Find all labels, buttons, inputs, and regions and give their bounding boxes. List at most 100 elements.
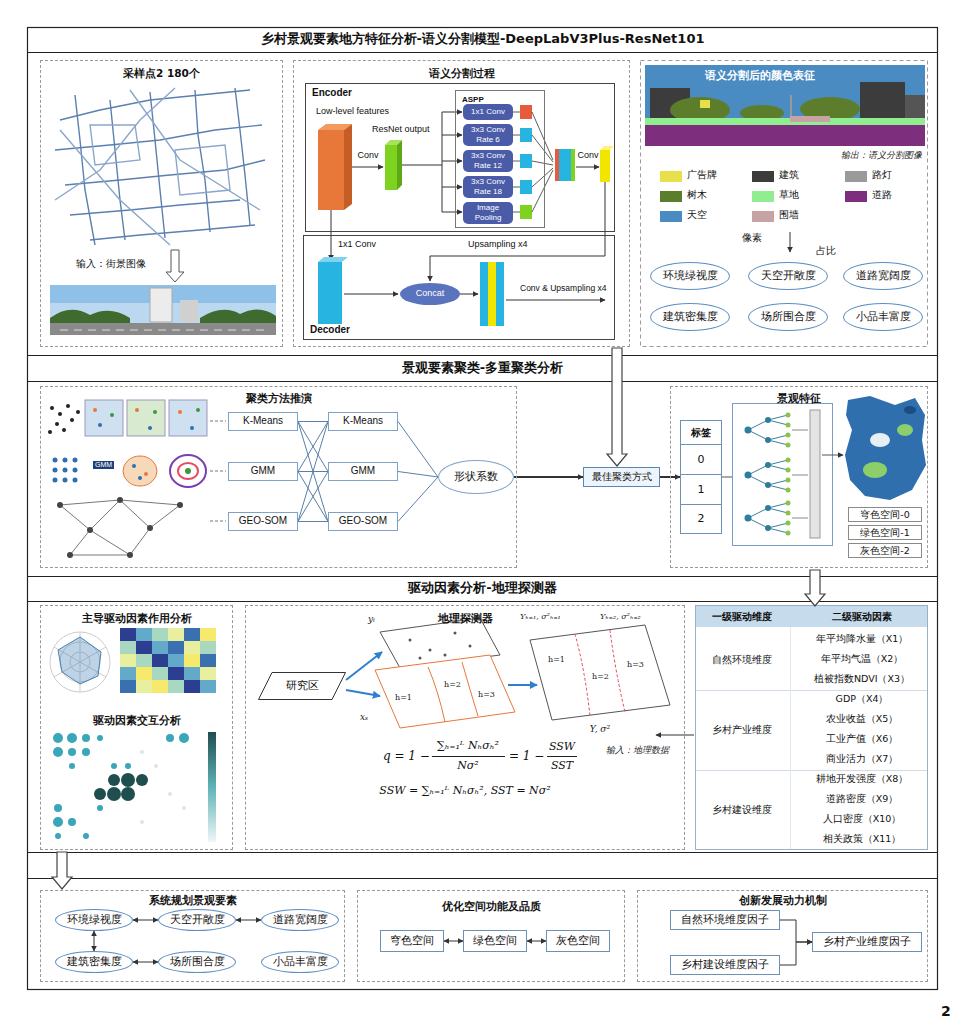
legend-swatch: [845, 191, 867, 202]
text-label: 天空开敞度: [761, 269, 816, 283]
road-network: [55, 88, 265, 245]
text-label: h=3: [478, 690, 495, 699]
text-label: 1: [698, 483, 705, 497]
label-anchor: SST: [551, 760, 573, 773]
frame-lines: [27, 28, 938, 990]
text-label: 二级驱动因素: [832, 611, 892, 623]
conv-block: 3x3 Conv Rate 6: [463, 124, 513, 146]
text-label: 路灯: [872, 169, 892, 181]
text-label: 建筑密集度: [67, 955, 122, 969]
label-anchor: Low-level features: [316, 106, 389, 116]
label-anchor: h=1: [395, 693, 412, 702]
network-blocks: [318, 105, 614, 326]
text-label: 0: [698, 453, 705, 467]
legend-swatch: [660, 211, 682, 222]
text-label: 乡村建设维度: [712, 804, 772, 816]
connector: [780, 942, 812, 965]
section-header: 乡村景观要素地方特征分析-语义分割模型-DeepLabV3Plus-ResNet…: [27, 27, 938, 52]
section-header: 景观要素聚类-多重聚类分析: [27, 355, 938, 381]
driver-charts: [50, 628, 216, 842]
text-label: 研究区: [286, 679, 319, 692]
connector: [298, 422, 328, 522]
connector: [398, 472, 438, 478]
label-anchor: 商业活力（X7）: [826, 754, 899, 765]
label-table: 标签012: [680, 420, 722, 534]
label-anchor: 工业产值（X6）: [826, 734, 899, 745]
text-label: 商业活力（X7）: [826, 754, 899, 765]
factor-box: 自然环境维度因子: [670, 910, 780, 930]
legend-anchor: 道路: [872, 189, 892, 201]
label-anchor: ResNet output: [372, 124, 430, 134]
text-label: Upsampling x4: [468, 239, 528, 249]
label-anchor: GDP（X4）: [836, 694, 889, 705]
label-anchor: 农业收益（X5）: [826, 714, 899, 725]
text-label: 耕地开发强度（X8）: [816, 774, 909, 785]
label-anchor: 二级驱动因素: [832, 611, 892, 623]
label-anchor: 人口密度（X10）: [823, 814, 902, 825]
text-label: 植被指数NDVI（X3）: [814, 674, 910, 685]
factor-box: 乡村建设维度因子: [670, 955, 780, 975]
method-box: GEO-SOM: [228, 512, 298, 531]
text-label: Y, σ²: [590, 724, 610, 734]
text-label: 道路宽阔度: [273, 913, 328, 927]
legend-anchor: 树木: [687, 189, 707, 201]
factor-box: 穹色空间: [380, 930, 444, 952]
text-label: 年平均气温（X2）: [821, 654, 904, 665]
legend-swatch: [845, 171, 867, 182]
legend-anchor: 围墙: [779, 209, 799, 221]
method-box: GEO-SOM: [328, 512, 398, 531]
legend-anchor: 建筑: [779, 169, 799, 181]
label-anchor: 一级驱动维度: [712, 611, 772, 623]
connector: [514, 476, 583, 478]
text-label: Conv: [577, 150, 598, 160]
text-label: 草地: [779, 189, 799, 201]
space-type-box: 灰色空间-2: [848, 543, 922, 558]
text-label: 小品丰富度: [273, 955, 328, 969]
label-anchor: Conv: [577, 150, 598, 160]
legend-swatch: [752, 191, 774, 202]
label-anchor: 相关政策（X11）: [823, 834, 902, 845]
method-box: GMM: [328, 462, 398, 481]
label-anchor: 输入：地理数据: [606, 745, 669, 755]
connector: [398, 477, 438, 522]
text-label: 创新发展动力机制: [638, 893, 927, 907]
text-label: 1x1 Conv: [471, 107, 505, 117]
text-label: Concat: [416, 288, 445, 299]
method-box: GMM: [228, 462, 298, 481]
factor-box: 绿色空间: [463, 930, 527, 952]
aspp-box: ASPP1x1 Conv3x3 Conv Rate 63x3 Conv Rate…: [455, 90, 545, 228]
geodetector-planes: [346, 618, 694, 757]
study-area-shape: 研究区: [258, 672, 346, 700]
text-label: 天空: [687, 209, 707, 221]
legend-anchor: 天空: [687, 209, 707, 221]
text-label: 2: [941, 1003, 951, 1019]
text-label: ∑ₕ₌₁ᴸ Nₕσₕ²: [437, 740, 499, 753]
legend-anchor: 路灯: [872, 169, 892, 181]
label-anchor: 道路密度（X9）: [826, 794, 899, 805]
text-label: 3x3 Conv Rate 18: [466, 177, 510, 197]
text-label: 驱动因素分析-地理探测器: [408, 580, 556, 596]
legend-swatch: [752, 211, 774, 222]
text-label: h=2: [444, 680, 461, 689]
label-anchor: h=2: [592, 672, 609, 681]
text-label: 自然环境维度因子: [681, 913, 769, 926]
text-label: 一级驱动维度: [712, 611, 772, 623]
text-label: 工业产值（X6）: [826, 734, 899, 745]
conv-block: 3x3 Conv Rate 12: [463, 150, 513, 172]
label-cell: 1: [681, 474, 721, 504]
label-anchor: 乡村建设维度: [712, 804, 772, 816]
text-label: 1x1 Conv: [338, 239, 376, 249]
label-anchor: 年平均降水量（X1）: [816, 634, 909, 645]
text-label: Conv & Upsampling x4: [520, 284, 606, 294]
label-anchor: h=3: [478, 690, 495, 699]
text-label: 灰色空间: [556, 934, 600, 947]
label-anchor: 1x1 Conv: [338, 239, 376, 249]
text-label: 标签: [681, 426, 721, 440]
module-box: EncoderASPP1x1 Conv3x3 Conv Rate 63x3 Co…: [305, 83, 615, 232]
coefficient-oval: 形状系数: [438, 460, 514, 494]
dashed-panel: 创新发展动力机制自然环境维度因子乡村产业维度因子乡村建设维度因子: [637, 890, 928, 982]
method-box: K-Means: [228, 412, 298, 431]
label-anchor: GMM: [93, 461, 114, 469]
text-label: q = 1 −: [383, 750, 430, 764]
connector: [398, 422, 438, 478]
